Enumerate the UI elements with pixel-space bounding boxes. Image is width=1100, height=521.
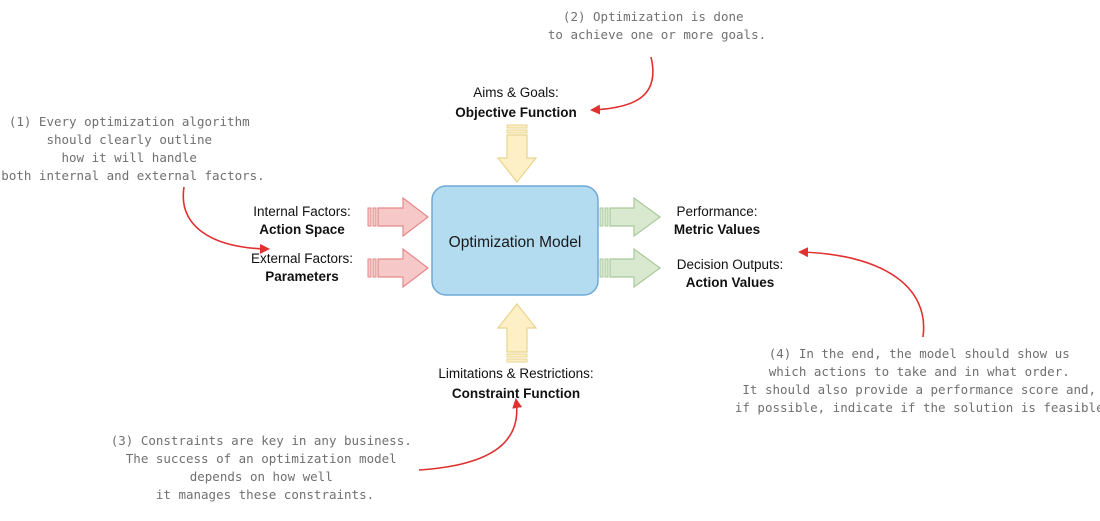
decision-outputs-title: Action Values (686, 275, 775, 290)
objective-caption: Aims & Goals: (473, 85, 559, 100)
note-1: (1) Every optimization algorithm should … (1, 114, 264, 183)
constraint-caption: Limitations & Restrictions: (438, 366, 593, 381)
constraint-title: Constraint Function (452, 386, 580, 401)
annotation-arrow-3 (418, 398, 523, 471)
note-4: (4) In the end, the model should show us… (735, 346, 1100, 415)
external-factors-arrow (367, 247, 429, 289)
note-2: (2) Optimization is done to achieve one … (548, 9, 766, 42)
internal-factors-caption: Internal Factors: (253, 204, 351, 219)
internal-factors-arrow (367, 196, 429, 238)
external-factors-caption: External Factors: (251, 251, 353, 266)
objective-arrow (496, 124, 538, 183)
optimization-model-label: Optimization Model (449, 234, 582, 251)
external-factors-title: Parameters (265, 269, 339, 284)
performance-caption: Performance: (676, 204, 757, 219)
performance-title: Metric Values (674, 222, 760, 237)
performance-arrow (599, 196, 662, 238)
annotation-arrow-2 (590, 56, 654, 115)
objective-title: Objective Function (455, 105, 577, 120)
constraint-arrow (496, 303, 538, 363)
optimization-model-box (431, 185, 599, 296)
annotation-arrow-1 (182, 186, 270, 254)
internal-factors-title: Action Space (259, 222, 345, 237)
annotation-arrow-4 (798, 247, 925, 338)
note-3: (3) Constraints are key in any business.… (111, 433, 420, 502)
decision-outputs-caption: Decision Outputs: (677, 257, 784, 272)
decision-outputs-arrow (599, 247, 662, 289)
